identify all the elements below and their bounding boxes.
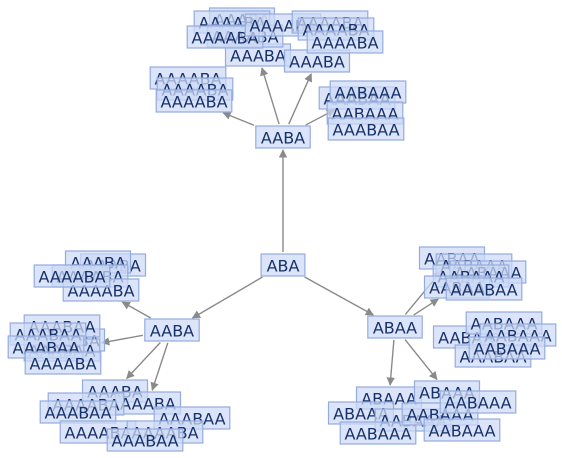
node-box	[445, 277, 523, 301]
node-l15[interactable]: AAABAA	[39, 400, 117, 424]
node-l5[interactable]: AAAABA	[33, 264, 111, 288]
node-box	[339, 421, 417, 445]
node-t17[interactable]: AAABAA	[327, 117, 405, 141]
node-label: AAABAA	[450, 281, 517, 300]
node-box	[155, 89, 233, 113]
node-label: AABA	[261, 129, 305, 148]
edge-r-b	[304, 276, 375, 316]
node-label: AAAABA	[160, 93, 227, 112]
edge-l-l4	[121, 301, 152, 319]
node-b[interactable]: ABAA	[367, 315, 423, 339]
node-box	[186, 25, 264, 49]
node-t13[interactable]: AAAABA	[155, 89, 233, 113]
node-box	[306, 30, 384, 54]
node-l19[interactable]: AAABAA	[106, 428, 184, 452]
node-label: AABAAA	[473, 340, 540, 359]
node-box	[260, 253, 306, 277]
node-box	[327, 117, 405, 141]
node-label: ABAA	[373, 319, 417, 338]
edge-b-b12	[386, 339, 395, 386]
node-label: AAABAA	[332, 121, 399, 140]
node-label: AAAABA	[191, 29, 258, 48]
node-box	[106, 428, 184, 452]
node-box	[33, 264, 111, 288]
edge-l-l8	[100, 334, 143, 346]
node-label: AABAAA	[334, 84, 401, 103]
edge-t-t9	[288, 73, 313, 125]
node-l11[interactable]: AAAABA	[24, 351, 102, 375]
node-b18[interactable]: AABAAA	[439, 390, 517, 414]
node-t2[interactable]: AAABA	[224, 43, 292, 67]
node-l[interactable]: AABA	[144, 318, 200, 342]
node-label: AABAAA	[444, 394, 511, 413]
node-layer: ABAAABAAABAABAAAAABAAAABAAAAABAAAAABAAAA…	[7, 7, 557, 452]
node-label: AABA	[150, 322, 194, 341]
node-r[interactable]: ABA	[260, 253, 306, 277]
node-label: AAAABA	[38, 268, 105, 287]
node-box	[468, 336, 546, 360]
node-label: AAABA	[230, 47, 286, 66]
node-b19[interactable]: AABAAA	[423, 418, 501, 442]
node-box	[144, 318, 200, 342]
edge-t-t2	[260, 67, 280, 125]
node-label: AAABAA	[111, 432, 178, 451]
edge-b-b5	[413, 298, 439, 316]
node-t[interactable]: AABA	[255, 125, 311, 149]
node-label: AAABA	[289, 53, 345, 72]
node-b6[interactable]: AAABAA	[445, 277, 523, 301]
node-box	[367, 315, 423, 339]
edge-r-l	[191, 276, 263, 319]
edge-l-l12	[126, 341, 161, 380]
node-box	[24, 351, 102, 375]
edge-l-l13	[150, 342, 169, 391]
node-box	[255, 125, 311, 149]
node-t15[interactable]: AABAAA	[329, 80, 407, 104]
node-label: AAAABA	[29, 355, 96, 374]
node-b11[interactable]: AABAAA	[468, 336, 546, 360]
node-label: ABA	[267, 257, 300, 276]
node-label: AAABAA	[44, 404, 111, 423]
node-label: AABAAA	[344, 425, 411, 444]
edge-t-t13	[222, 111, 255, 126]
edge-b-b13	[404, 339, 438, 381]
node-t10[interactable]: AAAABA	[306, 30, 384, 54]
node-t9[interactable]: AAABA	[283, 49, 351, 73]
node-label: AABAAA	[428, 422, 495, 441]
node-t5[interactable]: AAAABA	[186, 25, 264, 49]
node-b16[interactable]: AABAAA	[339, 421, 417, 445]
node-box	[423, 418, 501, 442]
node-box	[439, 390, 517, 414]
node-label: AAAABA	[311, 34, 378, 53]
edge-layer	[100, 67, 443, 391]
